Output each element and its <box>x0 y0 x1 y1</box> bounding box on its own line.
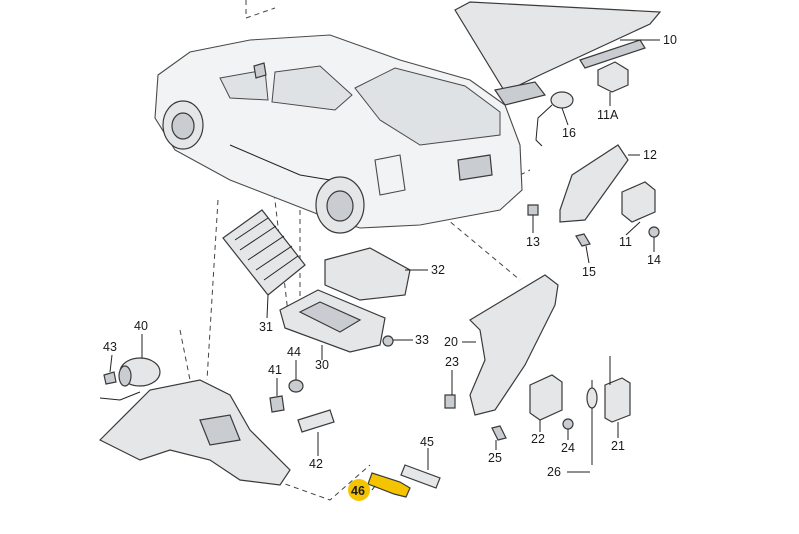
label-11: 11 <box>619 235 632 249</box>
bracket-assembly <box>98 379 291 486</box>
car-outline <box>154 34 523 234</box>
part-42-connector <box>297 409 335 433</box>
part-21-receiver <box>604 356 631 423</box>
label-13: 13 <box>526 235 540 249</box>
part-26-antenna <box>586 380 598 465</box>
label-26: 26 <box>547 465 561 479</box>
part-22-module <box>529 374 563 421</box>
label-43: 43 <box>103 340 117 354</box>
part-10-roller-blind <box>454 1 662 106</box>
part-11a-sensor <box>597 61 629 93</box>
label-33: 33 <box>415 333 429 347</box>
part-16-motor <box>535 91 574 147</box>
label-21: 21 <box>611 439 625 453</box>
part-20-bracket <box>469 274 559 416</box>
label-31: 31 <box>259 320 273 334</box>
label-24: 24 <box>561 441 575 455</box>
label-16: 16 <box>562 126 576 140</box>
part-15-bolt <box>575 233 591 247</box>
part-45-sensor <box>400 464 441 489</box>
part-12-bracket <box>559 144 629 223</box>
label-14: 14 <box>647 253 661 267</box>
label-44: 44 <box>287 345 301 359</box>
part-13-clip <box>527 204 539 216</box>
part-40-pump <box>118 357 161 387</box>
label-23: 23 <box>445 355 459 369</box>
label-20: 20 <box>444 335 458 349</box>
label-46-highlight <box>348 479 370 501</box>
label-45: 45 <box>420 435 434 449</box>
label-15: 15 <box>582 265 596 279</box>
part-14-nut <box>648 226 660 238</box>
part-43-bolt <box>99 371 141 401</box>
part-23-clip <box>444 394 456 409</box>
leader-lines <box>109 39 660 491</box>
part-30-housing <box>279 289 386 353</box>
label-40: 40 <box>134 319 148 333</box>
label-41: 41 <box>268 363 282 377</box>
label-10: 10 <box>663 33 677 47</box>
part-41-clip <box>269 395 285 413</box>
label-32: 32 <box>431 263 445 277</box>
label-46: 46 <box>351 484 365 498</box>
part-25-bolt <box>491 425 507 441</box>
label-12: 12 <box>643 148 657 162</box>
label-42: 42 <box>309 457 323 471</box>
label-30: 30 <box>315 358 329 372</box>
part-31-cover <box>222 209 306 296</box>
part-24-nut <box>562 418 574 430</box>
part-11-module <box>621 181 656 223</box>
part-labels: 10 11A 16 12 13 11 15 14 32 31 33 30 20 … <box>103 33 677 501</box>
label-25: 25 <box>488 451 502 465</box>
part-32-control-unit <box>324 247 411 301</box>
label-22: 22 <box>531 432 545 446</box>
part-44-bushing <box>288 379 304 393</box>
label-11a: 11A <box>597 108 619 122</box>
part-33-nut <box>382 335 394 347</box>
